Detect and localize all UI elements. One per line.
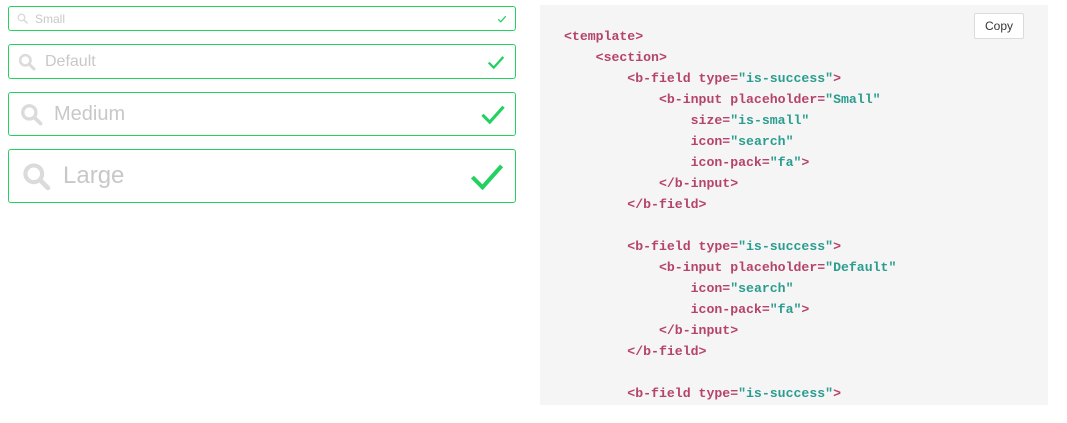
code-line: icon="search": [564, 278, 896, 299]
code-line: icon-pack="fa">: [564, 152, 896, 173]
code-line: [564, 362, 896, 383]
code-tag: <b-field type=: [564, 386, 739, 401]
code-string: "fa": [769, 302, 802, 317]
check-icon: [459, 158, 515, 194]
copy-button[interactable]: Copy: [974, 13, 1024, 39]
code-line: <b-field type="is-success">: [564, 68, 896, 89]
search-input-default[interactable]: Default: [8, 44, 516, 79]
code-tag: size=: [564, 113, 731, 128]
placeholder-text: Medium: [54, 102, 126, 125]
check-icon: [489, 14, 515, 24]
check-icon: [477, 53, 515, 71]
code-tag: </b-field>: [564, 197, 707, 212]
code-string: "Default": [825, 260, 897, 275]
placeholder-text: Small: [35, 11, 66, 26]
search-icon: [9, 53, 45, 71]
code-string: "is-success": [738, 239, 834, 254]
code-block: <template> <section> <b-field type="is-s…: [564, 26, 896, 404]
placeholder-text: Default: [45, 52, 96, 70]
placeholder-text: Large: [63, 162, 125, 189]
code-tag: >: [801, 302, 810, 317]
code-tag: <b-input placeholder=: [564, 260, 826, 275]
code-string: "Small": [825, 92, 881, 107]
code-line: <b-field type="is-success">: [564, 236, 896, 257]
code-tag: <b-input placeholder=: [564, 92, 826, 107]
code-tag: </b-input>: [564, 323, 739, 338]
code-line: icon="search": [564, 131, 896, 152]
code-string: "is-success": [738, 386, 834, 401]
search-icon: [9, 162, 63, 191]
code-string: "fa": [769, 155, 802, 170]
search-icon: [9, 13, 35, 24]
code-line: icon-pack="fa">: [564, 299, 896, 320]
code-tag: <b-field type=: [564, 239, 739, 254]
code-tag: >: [833, 71, 841, 86]
code-tag: </b-input>: [564, 176, 739, 191]
code-line: <section>: [564, 47, 896, 68]
code-tag: >: [801, 155, 810, 170]
code-line: <template>: [564, 26, 896, 47]
code-line: </b-input>: [564, 173, 896, 194]
search-input-small[interactable]: Small: [8, 6, 516, 31]
code-line: </b-field>: [564, 341, 896, 362]
code-string: "search": [730, 134, 794, 149]
code-string: "search": [730, 281, 794, 296]
check-icon: [470, 101, 515, 127]
code-tag: </b-field>: [564, 344, 707, 359]
code-tag: icon=: [564, 134, 731, 149]
code-string: "is-small": [730, 113, 810, 128]
search-input-large[interactable]: Large: [8, 149, 516, 203]
code-tag: icon-pack=: [564, 155, 770, 170]
search-icon: [9, 103, 54, 126]
code-tag: <template>: [564, 29, 644, 44]
code-tag: <section>: [564, 50, 667, 65]
code-tag: icon-pack=: [564, 302, 770, 317]
code-tag: >: [833, 386, 841, 401]
code-tag: icon=: [564, 281, 731, 296]
code-string: "is-success": [738, 71, 834, 86]
code-example-panel: <template> <section> <b-field type="is-s…: [540, 5, 1048, 405]
search-input-medium[interactable]: Medium: [8, 92, 516, 136]
code-line: [564, 215, 896, 236]
code-line: </b-input>: [564, 320, 896, 341]
code-line: </b-field>: [564, 194, 896, 215]
code-line: <b-input placeholder="Small": [564, 89, 896, 110]
code-tag: >: [833, 239, 841, 254]
code-line: <b-input placeholder="Default": [564, 257, 896, 278]
code-tag: <b-field type=: [564, 71, 739, 86]
code-line: <b-field type="is-success">: [564, 383, 896, 404]
code-line: size="is-small": [564, 110, 896, 131]
